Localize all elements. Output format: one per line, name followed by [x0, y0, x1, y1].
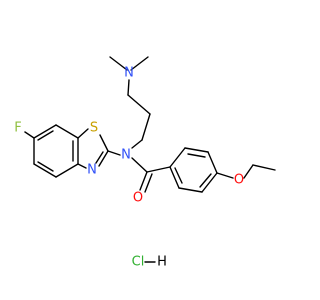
bond-layer: [24, 56, 276, 263]
bond: [55, 124, 79, 139]
bond: [127, 79, 130, 96]
bond: [98, 150, 109, 167]
bond: [187, 153, 206, 158]
fluorine-label: F: [14, 121, 21, 136]
structure-canvas: N N N S F O O Cl H: [14, 56, 276, 270]
bond: [37, 161, 54, 172]
thiazole-nitrogen-label: N: [87, 163, 97, 178]
bond: [109, 56, 128, 71]
bond: [169, 166, 180, 189]
amine-nitrogen-label: N: [124, 66, 134, 81]
molecule-drawing: N N N S F O O Cl H: [14, 56, 276, 270]
bond: [199, 173, 212, 188]
bond: [131, 157, 148, 173]
bond: [77, 163, 87, 169]
bond: [144, 173, 153, 193]
hydrogen-label: H: [157, 255, 167, 270]
bond: [139, 171, 148, 191]
bond: [178, 187, 203, 193]
bond: [169, 147, 186, 168]
bond: [252, 164, 276, 171]
bond: [127, 94, 151, 115]
bond: [184, 147, 209, 153]
bond: [207, 151, 218, 174]
ether-oxygen-label: O: [234, 173, 244, 188]
bond: [55, 163, 79, 178]
bond: [33, 124, 57, 139]
bond: [99, 134, 109, 152]
bond: [201, 172, 218, 193]
bond: [141, 113, 151, 141]
bond: [24, 131, 35, 139]
bond: [95, 151, 104, 164]
bond: [130, 56, 149, 71]
bond: [131, 139, 143, 149]
bond: [77, 128, 89, 139]
bond: [33, 163, 57, 178]
carbonyl-oxygen-label: O: [133, 191, 143, 206]
bond: [243, 164, 254, 179]
bond: [107, 150, 121, 156]
bond: [37, 130, 54, 141]
bond: [174, 167, 183, 184]
bond: [216, 172, 234, 179]
thiazole-sulfur-label: S: [90, 121, 98, 136]
amide-nitrogen-label: N: [121, 148, 131, 163]
chlorine-label: Cl: [132, 255, 145, 270]
bond: [146, 166, 171, 173]
atom-layer: N N N S F O O Cl H: [14, 66, 244, 270]
